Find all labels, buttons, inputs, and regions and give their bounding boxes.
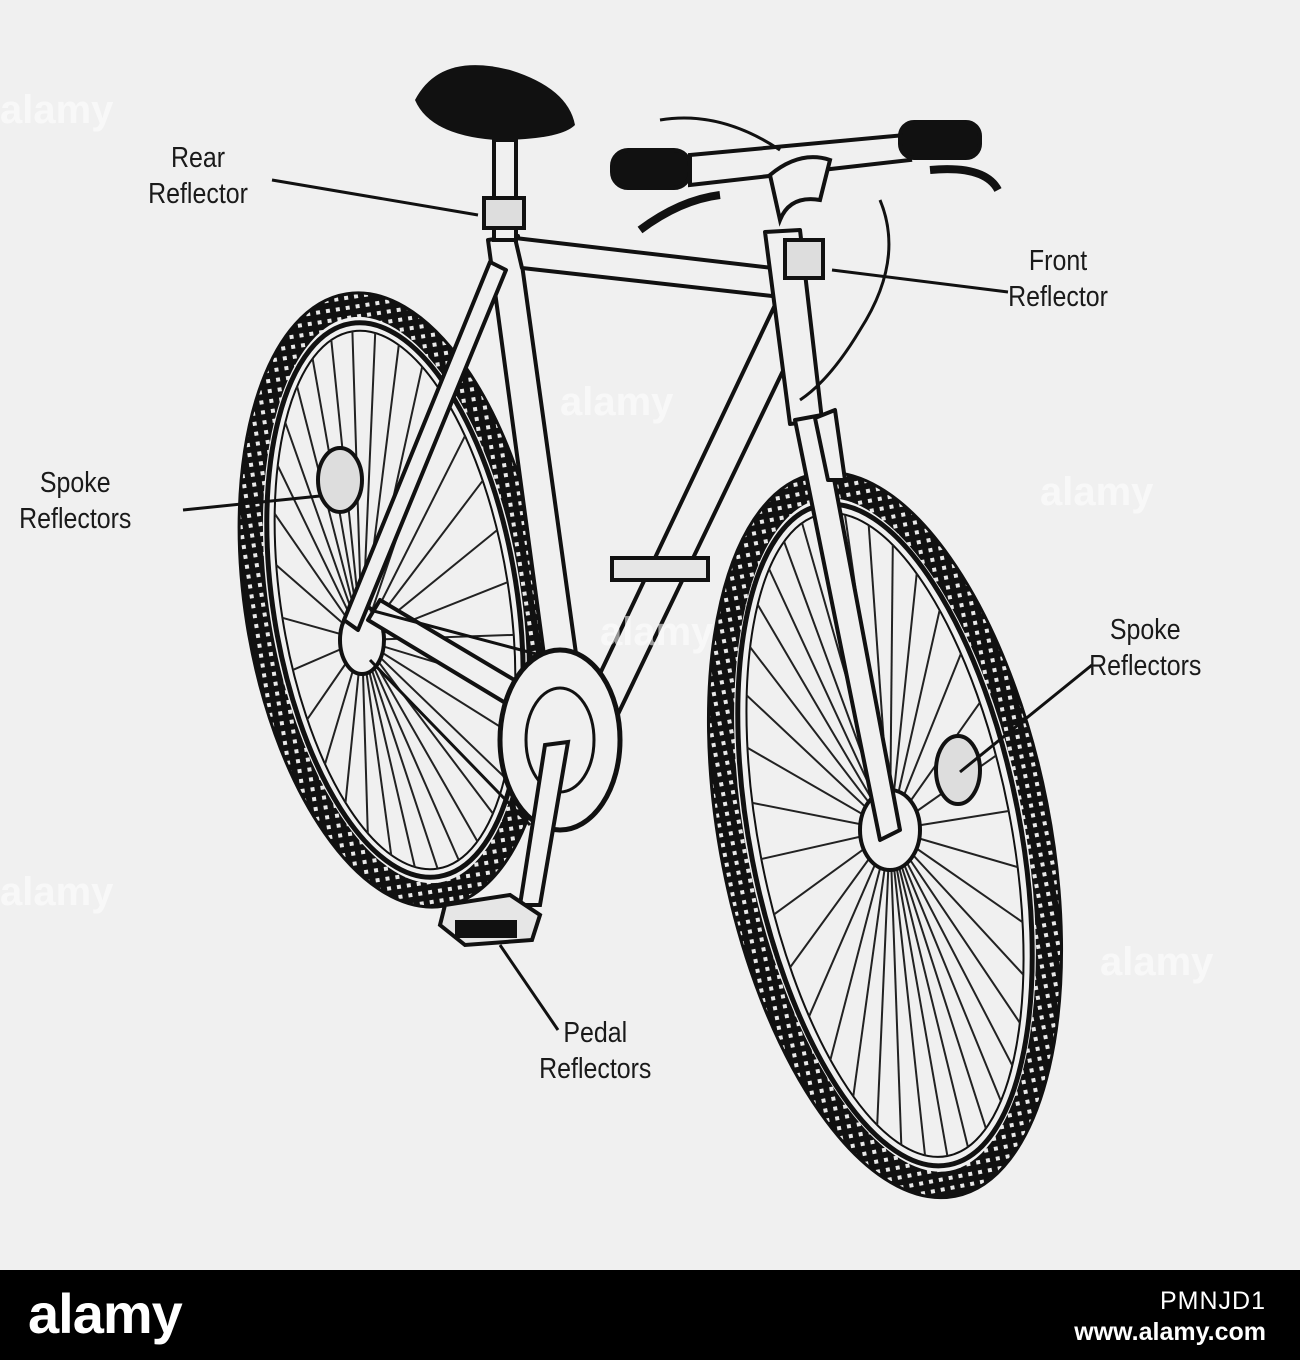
spoke [361,639,416,868]
handlebar-stem [767,155,833,227]
label-spoke-reflectors-right: Spoke Reflectors [1089,612,1201,684]
rear-reflector [482,196,526,230]
right-grip [898,120,982,160]
watermark: alamy [600,610,714,654]
spoke [361,639,439,870]
watermark: alamy [0,870,114,914]
saddle [415,65,575,242]
spoke [889,829,987,1129]
spoke [361,639,393,856]
bicycle-reflector-diagram: Rear Reflector Front Reflector Spoke Ref… [0,65,1214,1200]
bicycle-illustration [182,65,1093,1200]
footer-info: PMNJD1 www.alamy.com [1074,1286,1266,1348]
front-reflector [783,238,825,280]
leader-lines [182,178,1093,1031]
spoke [889,829,926,1156]
chain-bottom [368,658,532,827]
watermark-footer: alamy PMNJD1 www.alamy.com [0,1270,1300,1360]
leader-front-reflector [831,268,1009,294]
spoke [361,639,506,779]
label-front-reflector: Front Reflector [1008,243,1108,315]
leader-spoke-right [959,663,1093,774]
label-rear-line1: Rear [170,142,226,174]
watermark: alamy [560,380,674,424]
drivetrain [368,556,710,948]
label-spoke-left-line1: Spoke [39,467,111,499]
spoke [361,639,513,736]
rear-tire [238,292,552,908]
label-spoke-left-line2: Reflectors [19,503,132,535]
rear-pedal [610,556,710,582]
spoke [756,604,891,831]
bicycle-frame [342,228,902,842]
spoke [361,639,494,815]
chainring [497,647,623,833]
site-url: www.alamy.com [1074,1318,1266,1346]
spoke [889,829,1014,1066]
chain-top [369,608,541,657]
front-fork [793,413,902,842]
label-spoke-right-line1: Spoke [1109,614,1181,646]
brake-cable-2 [659,116,781,152]
label-rear-line2: Reflector [148,178,248,210]
alamy-logo: alamy [28,1282,183,1345]
leader-pedal [498,944,560,1031]
spoke [889,829,1021,1024]
seat-stay [342,260,508,632]
leader-rear-reflector [271,178,479,217]
label-pedal-reflectors: Pedal Reflectors [539,1015,651,1087]
spoke [749,646,891,831]
spoke [361,639,460,861]
front-spoke-reflector [934,734,982,806]
spoke [889,573,918,831]
watermark: alamy [0,88,114,132]
handlebars [610,116,1002,402]
brake-cable [799,199,891,402]
pedal-reflector [455,920,517,938]
label-spoke-reflectors-left: Spoke Reflectors [19,465,131,537]
label-spoke-right-line2: Reflectors [1089,650,1202,682]
label-front-line1: Front [1028,245,1088,277]
label-pedal-line2: Reflectors [539,1053,652,1085]
rear-spoke-reflector [316,446,364,514]
top-tube [513,236,792,300]
rear-rim [264,320,526,880]
crank-arm [517,739,571,907]
left-grip [610,148,692,190]
spoke [889,829,949,1157]
spoke [889,829,903,1145]
saddle-top [415,65,575,140]
label-rear-reflector: Rear Reflector [148,140,248,212]
label-front-line2: Reflector [1008,281,1108,313]
watermark: alamy [1100,940,1214,984]
label-pedal-line1: Pedal [563,1017,628,1049]
spoke [889,829,969,1148]
spoke [876,829,891,1126]
watermark: alamy [1040,470,1154,514]
front-fork-back [813,408,847,482]
image-id: PMNJD1 [1159,1287,1266,1315]
right-brake-lever [929,165,1002,193]
spoke [889,829,1002,1102]
left-brake-lever [637,191,721,234]
leader-spoke-left [182,494,321,512]
spoke [852,829,891,1097]
